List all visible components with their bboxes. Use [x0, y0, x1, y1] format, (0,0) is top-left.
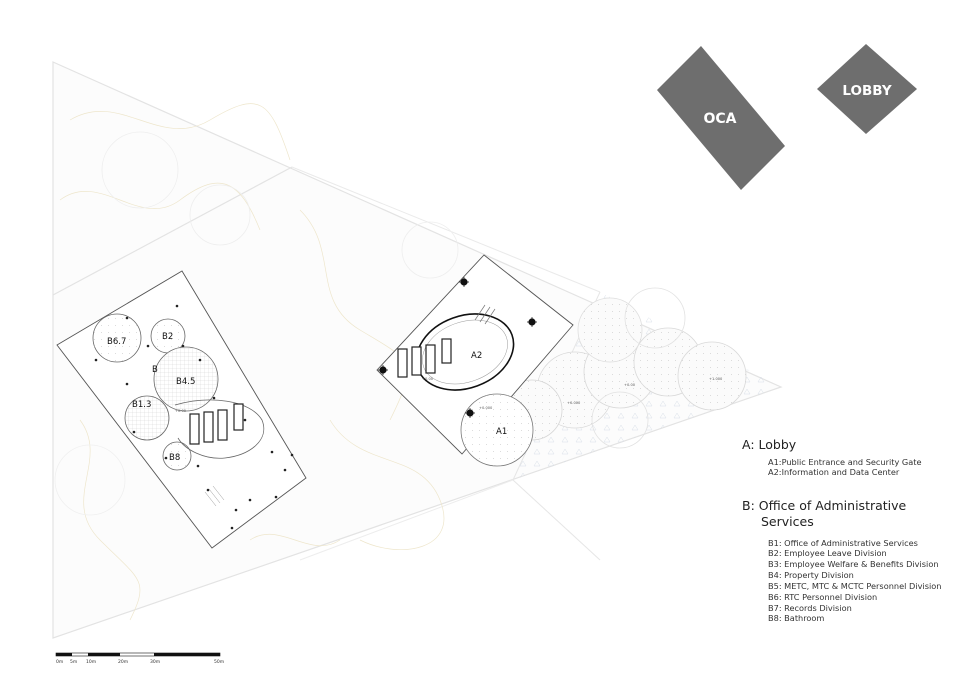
level-marker: +0.000	[479, 406, 493, 410]
legend-item: A2:Information and Data Center	[768, 467, 900, 478]
legend-b-heading: B: Office of Administrative Services	[742, 498, 952, 529]
legend-item: B2: Employee Leave Division	[768, 548, 887, 559]
room-label-b: B	[152, 365, 158, 375]
legend-item: B3: Employee Welfare & Benefits Division	[768, 559, 939, 570]
legend-item: B4: Property Division	[768, 570, 854, 581]
scale-label: 50m	[214, 659, 224, 665]
legend-item: B8: Bathroom	[768, 613, 825, 624]
scale-bar: 0m 5m 10m 20m 30m 50m	[55, 652, 224, 665]
room-label-a1: A1	[496, 427, 507, 437]
legend-a-heading: A: Lobby	[742, 437, 797, 452]
scale-label: 5m	[70, 659, 77, 665]
legend-b-list: B1: Office of Administrative Services B2…	[768, 538, 952, 625]
room-label-b45: B4.5	[176, 377, 195, 387]
legend: A: Lobby A1:Public Entrance and Security…	[742, 437, 952, 624]
room-label-b2: B2	[162, 332, 173, 342]
legend-a-list: A1:Public Entrance and Security Gate A2:…	[768, 457, 952, 479]
room-label-b67: B6.7	[107, 337, 126, 347]
room-label-b13: B1.3	[132, 400, 151, 410]
room-label-a2: A2	[471, 351, 482, 361]
level-marker: +0.00	[175, 409, 187, 413]
room-labels: B6.7 B2 B B4.5 B1.3 B8 A2 A1	[107, 332, 507, 463]
room-label-b8: B8	[169, 453, 180, 463]
oca-tag: OCA	[657, 46, 785, 190]
level-marker: +0.00	[422, 377, 434, 381]
legend-item: B5: METC, MTC & MCTC Personnel Division	[768, 580, 942, 591]
scale-label: 20m	[118, 659, 128, 665]
building-b	[56, 270, 307, 549]
building-a	[376, 254, 574, 467]
scale-label: 0m	[56, 659, 63, 665]
scale-label: 30m	[150, 659, 160, 665]
legend-item: B1: Office of Administrative Services	[768, 537, 918, 548]
level-marker: +0.000	[567, 401, 581, 405]
legend-b-heading-line1: B: Office of Administrative	[742, 498, 907, 514]
oca-tag-shape	[657, 46, 785, 190]
landscape-circles	[501, 287, 747, 449]
level-marker: +0.00	[624, 383, 636, 387]
scale-label: 10m	[86, 659, 96, 665]
lobby-tag-shape	[817, 44, 917, 134]
oca-tag-label: OCA	[703, 111, 736, 127]
legend-item: B7: Records Division	[768, 602, 852, 613]
level-markers: +0.00 +0.00 +0.000 +0.000 +0.00 +1.000	[175, 377, 723, 413]
legend-item: A1:Public Entrance and Security Gate	[768, 456, 922, 467]
lobby-tag: LOBBY	[817, 44, 917, 134]
lobby-tag-label: LOBBY	[842, 83, 891, 99]
level-marker: +1.000	[709, 377, 723, 381]
legend-b-heading-line2: Services	[761, 513, 814, 529]
legend-item: B6: RTC Personnel Division	[768, 591, 878, 602]
